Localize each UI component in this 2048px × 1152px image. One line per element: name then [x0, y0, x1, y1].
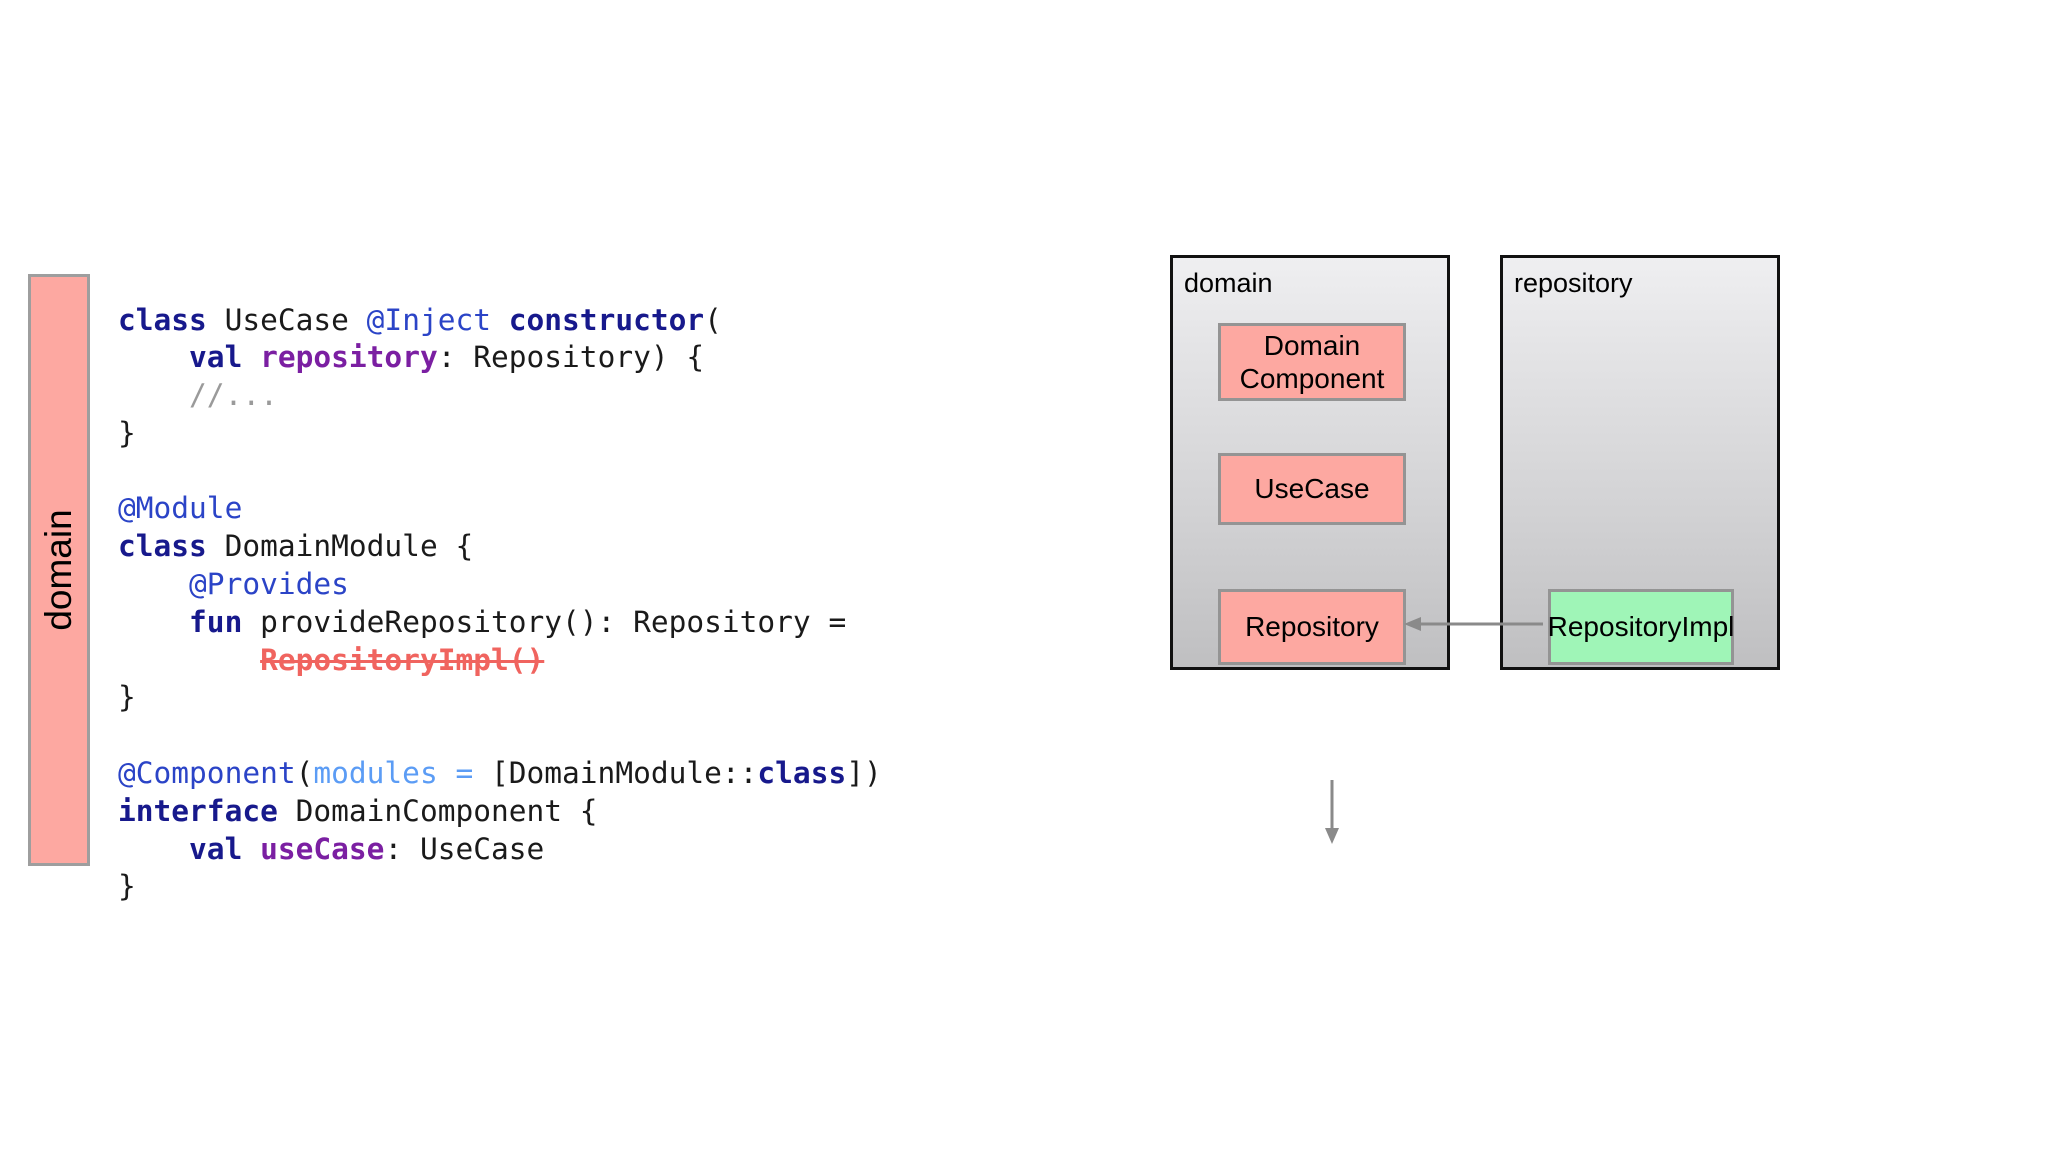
code-line: @Module	[118, 490, 882, 528]
node-domain-component-line1: Domain	[1263, 329, 1361, 361]
code-token: [DomainModule::	[473, 756, 758, 791]
code-token	[118, 832, 189, 866]
code-token: val	[189, 831, 243, 866]
node-domain-component-line2: Component	[1239, 363, 1385, 394]
code-token	[118, 378, 189, 412]
code-token: DomainModule {	[206, 529, 474, 564]
code-token: fun	[189, 604, 243, 639]
package-repository-label: repository	[1514, 268, 1633, 298]
code-section: domain class UseCase @Inject constructor…	[28, 274, 882, 907]
code-line: fun provideRepository(): Repository =	[118, 604, 882, 642]
code-line: class DomainModule {	[118, 528, 882, 566]
code-line: @Component(modules = [DomainModule::clas…	[118, 755, 882, 793]
code-token: (	[704, 302, 722, 337]
code-token: @Inject	[366, 302, 491, 337]
node-repository-impl-label: RepositoryImpl	[1547, 611, 1735, 643]
code-token: provideRepository(): Repository =	[242, 604, 847, 639]
domain-side-tag-label: domain	[38, 509, 79, 631]
code-token: class	[118, 529, 207, 564]
code-line: RepositoryImpl()	[118, 642, 882, 680]
package-domain-label: domain	[1184, 268, 1273, 298]
node-usecase-label: UseCase	[1254, 473, 1370, 505]
package-diagram: domain Domain Component UseCase Reposito…	[1150, 0, 2048, 1152]
code-token: }	[118, 680, 136, 715]
code-token: class	[118, 302, 207, 337]
code-token: DomainComponent {	[277, 793, 598, 828]
code-line: }	[118, 868, 882, 906]
code-token: constructor	[508, 302, 705, 337]
code-line: class UseCase @Inject constructor(	[118, 302, 882, 340]
node-repository-impl[interactable]: RepositoryImpl	[1548, 589, 1734, 665]
code-token	[491, 303, 509, 337]
code-token: }	[118, 869, 136, 904]
kotlin-code-block: class UseCase @Inject constructor( val r…	[118, 302, 882, 907]
code-token: modules	[313, 756, 438, 791]
code-line: }	[118, 415, 882, 453]
code-token: RepositoryImpl()	[260, 642, 545, 677]
code-line	[118, 717, 882, 755]
code-token	[118, 567, 189, 601]
code-line: //...	[118, 377, 882, 415]
node-domain-component[interactable]: Domain Component	[1218, 323, 1406, 401]
code-token: }	[118, 415, 136, 450]
code-token	[242, 340, 260, 374]
code-token: @Component	[118, 756, 296, 791]
code-line: val repository: Repository) {	[118, 339, 882, 377]
code-token: =	[455, 756, 474, 791]
code-line: }	[118, 679, 882, 717]
code-token: ])	[846, 756, 882, 791]
code-token: @Module	[118, 491, 243, 526]
code-token: repository	[260, 340, 438, 375]
code-token	[118, 340, 189, 374]
code-token: //...	[189, 378, 278, 413]
code-token	[242, 832, 260, 866]
edge-usecase-to-repository	[1325, 780, 1339, 844]
domain-side-tag: domain	[28, 274, 90, 866]
code-line: val useCase: UseCase	[118, 831, 882, 869]
code-token: (	[295, 756, 314, 791]
code-token: UseCase	[206, 302, 367, 337]
code-token: : Repository) {	[437, 340, 705, 375]
package-domain: domain Domain Component UseCase Reposito…	[1170, 255, 1450, 844]
code-line: interface DomainComponent {	[118, 793, 882, 831]
code-line	[118, 453, 882, 491]
package-repository: repository RepositoryImpl	[1500, 255, 1780, 670]
code-token: useCase	[260, 831, 385, 866]
code-token	[438, 756, 456, 790]
code-token: : UseCase	[384, 831, 545, 866]
node-repository-label: Repository	[1245, 611, 1379, 643]
node-domain-component-label: Domain Component	[1240, 329, 1385, 395]
node-usecase[interactable]: UseCase	[1218, 453, 1406, 525]
node-repository[interactable]: Repository	[1218, 589, 1406, 665]
code-token: @Provides	[189, 567, 349, 602]
code-token	[118, 643, 260, 677]
code-token	[118, 605, 189, 639]
code-token: class	[757, 756, 847, 791]
code-token: interface	[118, 793, 278, 828]
code-line: @Provides	[118, 566, 882, 604]
code-token: val	[189, 340, 243, 375]
